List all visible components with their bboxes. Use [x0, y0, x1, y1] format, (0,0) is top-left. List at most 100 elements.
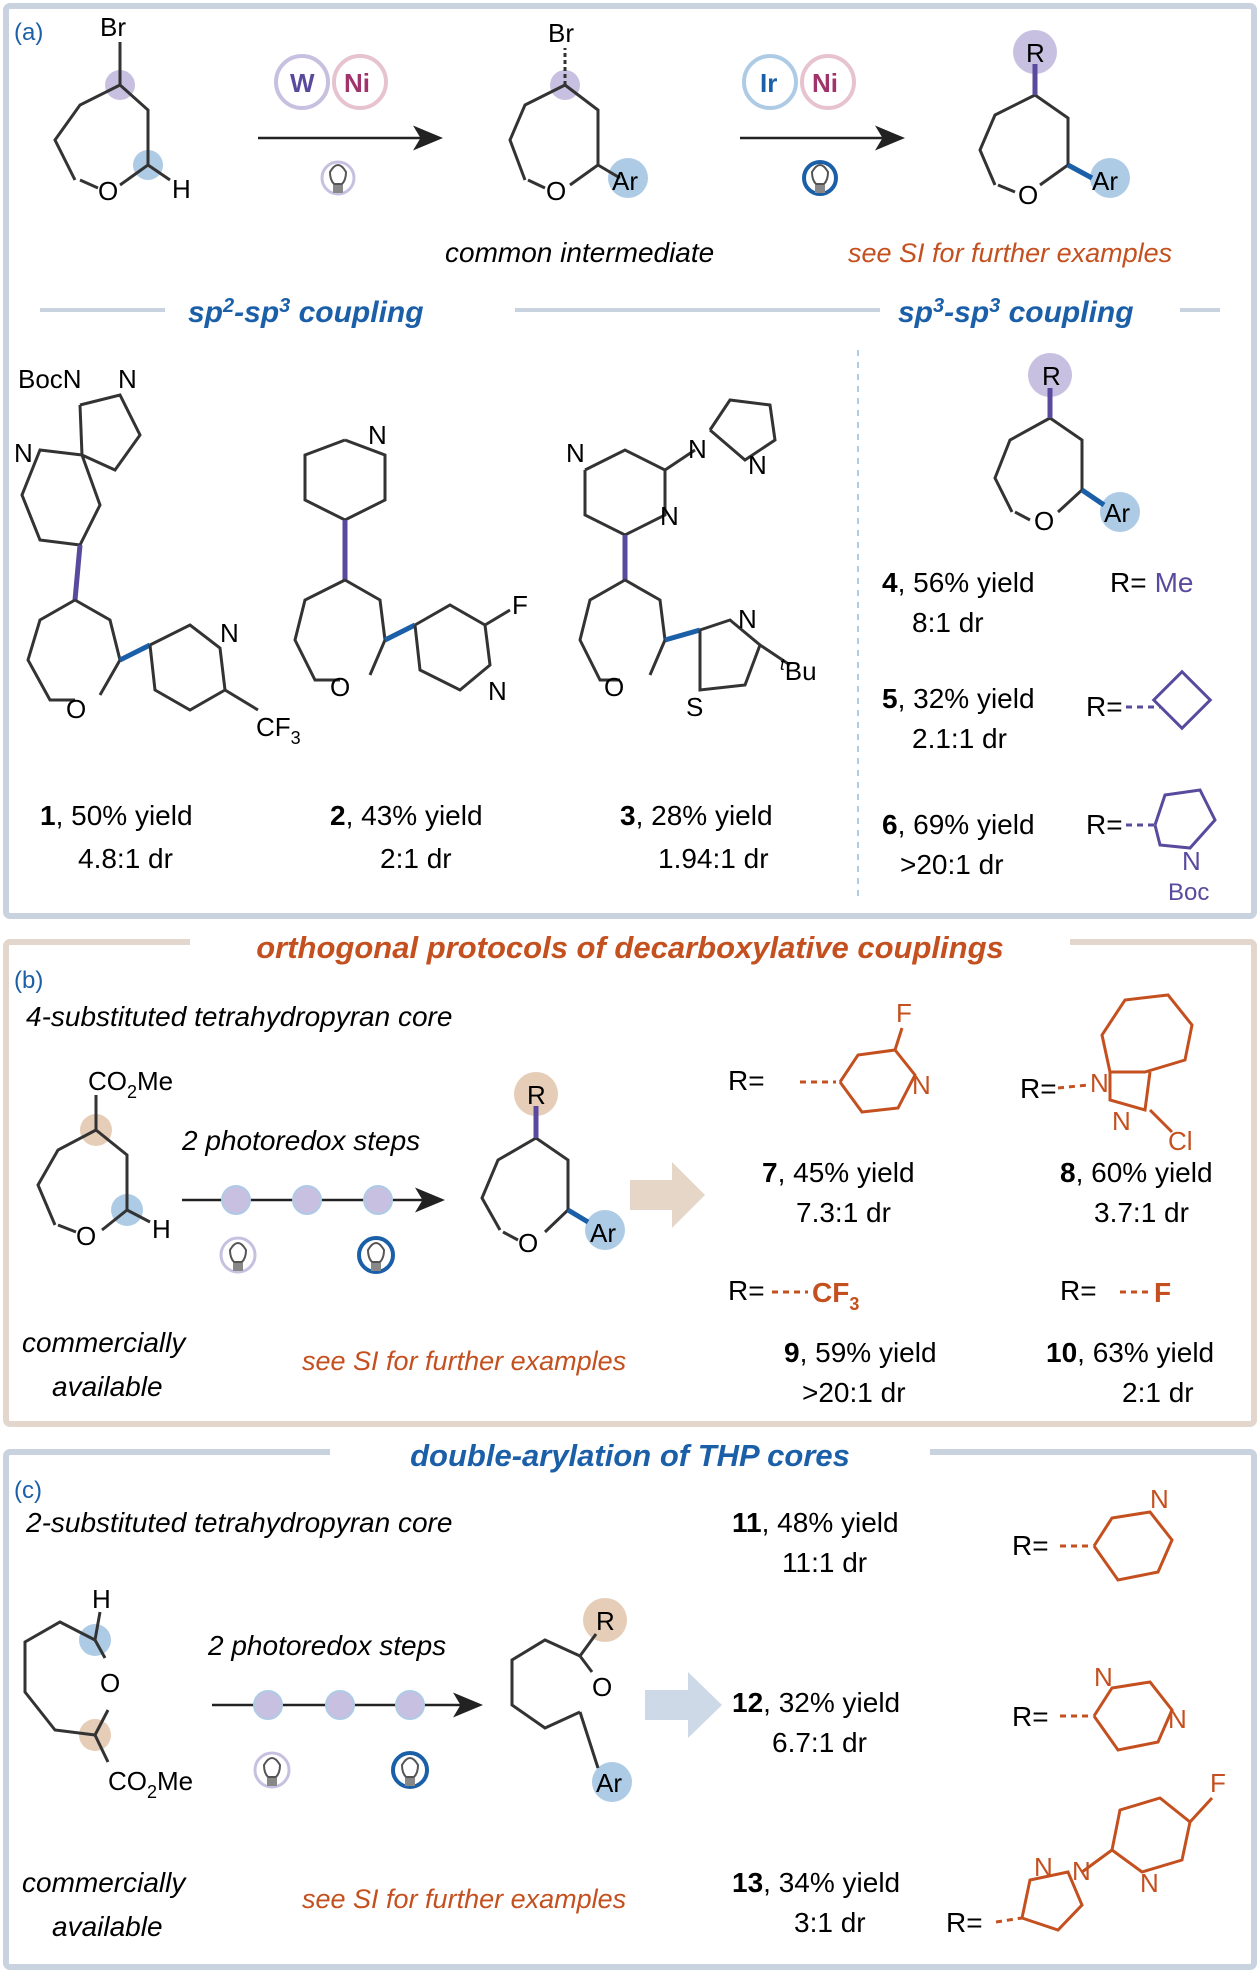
c6-boc-label: Boc [1168, 879, 1209, 906]
light-bulb-icon [253, 1751, 291, 1789]
c1-boc-label: BocN [18, 364, 82, 394]
c7-fluoropyridyl [800, 1027, 917, 1114]
c13-dr: 3:1 dr [794, 1907, 866, 1938]
c2-yield: 2, 43% yield [330, 800, 483, 831]
b-commercial1: commercially [22, 1327, 187, 1358]
c11-yield: 11, 48% yield [732, 1507, 899, 1538]
b-arrow-label: 2 photoredox steps [181, 1125, 420, 1156]
int-br-label: Br [548, 18, 574, 48]
panel-b-product [480, 1072, 625, 1250]
c9-yield: 9, 59% yield [784, 1337, 937, 1368]
c2-f-label: F [512, 590, 528, 620]
arrow-1: W Ni [258, 54, 443, 196]
panel-a-starting-material [53, 42, 171, 190]
panel-b-subtitle: 4-substituted tetrahydropyran core [26, 1001, 452, 1032]
c13-pyrazolyl-pyridyl [995, 1796, 1214, 1932]
c9-r-eq: R= [728, 1275, 765, 1306]
c1-n-label: N [118, 364, 137, 394]
c2-o-label: O [330, 672, 350, 702]
c2-n-label: N [368, 420, 387, 450]
b-prod-r: R [527, 1080, 546, 1110]
panel-b-starting-material [36, 1095, 151, 1234]
c9-dr: >20:1 dr [802, 1377, 906, 1408]
c3-o-label: O [604, 672, 624, 702]
panel-c-title: double-arylation of THP cores [410, 1438, 850, 1473]
sm-h-label: H [172, 174, 191, 204]
c-arrow-label: 2 photoredox steps [207, 1630, 446, 1661]
compound-3-structure [578, 398, 791, 692]
catalyst-ni-1: Ni [344, 68, 370, 98]
c12-yield: 12, 32% yield [732, 1687, 900, 1718]
c-commercial2: available [52, 1911, 163, 1942]
catalyst-ir: Ir [760, 68, 777, 98]
c-prod-ar: Ar [596, 1768, 622, 1798]
c-prod-o: O [592, 1672, 612, 1702]
c5-dr: 2.1:1 dr [912, 723, 1007, 754]
c6-n-label: N [1182, 846, 1201, 876]
c4-r-label: R [1042, 361, 1061, 391]
c4-o-label: O [1034, 506, 1054, 536]
c3-n3-label: N [688, 434, 707, 464]
light-bulb-icon [357, 1236, 395, 1274]
c7-yield: 7, 45% yield [762, 1157, 915, 1188]
c13-n2: N [1072, 1856, 1091, 1886]
panel-a-product [978, 30, 1130, 198]
c11-n: N [1150, 1484, 1169, 1514]
c11-dr: 11:1 dr [782, 1547, 867, 1578]
c1-n2-label: N [220, 618, 239, 648]
c7-n: N [912, 1070, 931, 1100]
b-prod-ar: Ar [590, 1218, 616, 1248]
see-si-a: see SI for further examples [848, 238, 1172, 268]
c4-dr: 8:1 dr [912, 607, 984, 638]
panel-a-intermediate [508, 48, 648, 198]
c8-cl: Cl [1168, 1126, 1193, 1156]
sm-o-label: O [98, 176, 118, 206]
c3-n4-label: N [748, 450, 767, 480]
pyrrolidine-group [1126, 788, 1217, 850]
c1-o-label: O [66, 694, 86, 724]
c11-r-eq: R= [1012, 1530, 1049, 1561]
c5-yield: 5, 32% yield [882, 683, 1035, 714]
c4-r-eq: R=Me [1110, 567, 1193, 598]
c7-dr: 7.3:1 dr [796, 1197, 891, 1228]
light-bulb-icon [802, 160, 838, 196]
c8-indazolyl [1057, 993, 1194, 1134]
panel-b-label: (b) [14, 967, 43, 994]
b-sm-o: O [76, 1221, 96, 1251]
panel-b: orthogonal protocols of decarboxylative … [3, 925, 1257, 1427]
b-sm-co2me: CO2Me [88, 1066, 173, 1102]
c13-yield: 13, 34% yield [732, 1867, 900, 1898]
c13-n3: N [1140, 1868, 1159, 1898]
sm-br-label: Br [100, 12, 126, 42]
panel-a: (a) Br O H W Ni [3, 3, 1257, 919]
prod-o-label: O [1018, 180, 1038, 210]
c3-n1-label: N [566, 438, 585, 468]
panel-c: double-arylation of THP cores (c) 2-subs… [3, 1435, 1257, 1970]
sp2-sp3-heading: sp2-sp3 coupling [188, 295, 424, 329]
c-sm-h: H [92, 1584, 111, 1614]
c5-r-eq: R= [1086, 691, 1123, 722]
c4-ar-label: Ar [1104, 498, 1130, 528]
c8-dr: 3.7:1 dr [1094, 1197, 1189, 1228]
c3-n5-label: N [738, 604, 757, 634]
c-big-arrow [645, 1672, 722, 1738]
b-sm-h: H [152, 1214, 171, 1244]
compound-2-structure [293, 438, 511, 692]
panel-c-starting-material [23, 1611, 111, 1763]
c12-n2: N [1168, 1704, 1187, 1734]
prod-r-label: R [1026, 38, 1045, 68]
catalyst-w: W [290, 68, 315, 98]
cyclobutyl-group [1126, 669, 1213, 731]
c-see-si: see SI for further examples [302, 1884, 626, 1914]
c3-tbu-label: tBu [780, 655, 817, 686]
c-arrow [212, 1690, 483, 1720]
c1-n-pyr-label: N [14, 438, 33, 468]
b-big-arrow [630, 1162, 705, 1228]
c3-yield: 3, 28% yield [620, 800, 773, 831]
c6-yield: 6, 69% yield [882, 809, 1035, 840]
sp3-sp3-heading: sp3-sp3 coupling [898, 295, 1134, 329]
prod-ar-label: Ar [1092, 166, 1118, 196]
c6-dr: >20:1 dr [900, 849, 1004, 880]
c3-n2-label: N [660, 501, 679, 531]
